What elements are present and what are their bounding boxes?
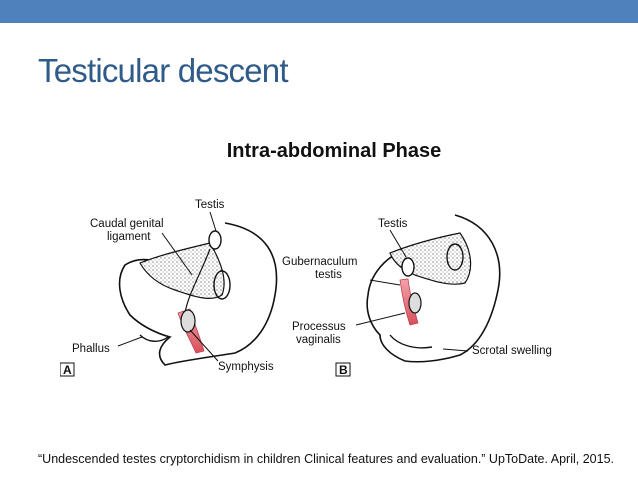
label-caudal-line1: Caudal genital [90,218,164,230]
top-accent-bar [0,0,638,23]
panel-a-tag: A [63,363,72,377]
label-testis-a: Testis [195,199,225,211]
panel-b-drawing [335,214,501,377]
testis-a-shape [208,230,222,250]
panel-a-drawing [60,211,278,377]
label-symphysis: Symphysis [218,361,274,373]
citation: “Undescended testes cryptorchidism in ch… [38,452,614,466]
figure-subtitle: Intra-abdominal Phase [226,140,442,162]
panel-b-tag: B [339,363,348,377]
label-processus-line1: Processus [292,321,346,333]
testicular-descent-illustration: Testis Caudal genital ligament Phallus S… [60,199,552,377]
label-processus-line2: vaginalis [296,334,341,346]
label-gubernaculum-line1: Gubernaculum [282,256,357,268]
anatomy-figure: Testis Caudal genital ligament Phallus S… [60,185,580,390]
label-scrotal-swelling: Scrotal swelling [472,345,552,357]
label-gubernaculum-line2: testis [315,269,342,281]
label-testis-b: Testis [378,218,408,230]
label-phallus: Phallus [72,343,110,355]
testis-b-shape [401,257,415,277]
slide-title: Testicular descent [38,52,289,89]
label-caudal-line2: ligament [107,231,151,243]
